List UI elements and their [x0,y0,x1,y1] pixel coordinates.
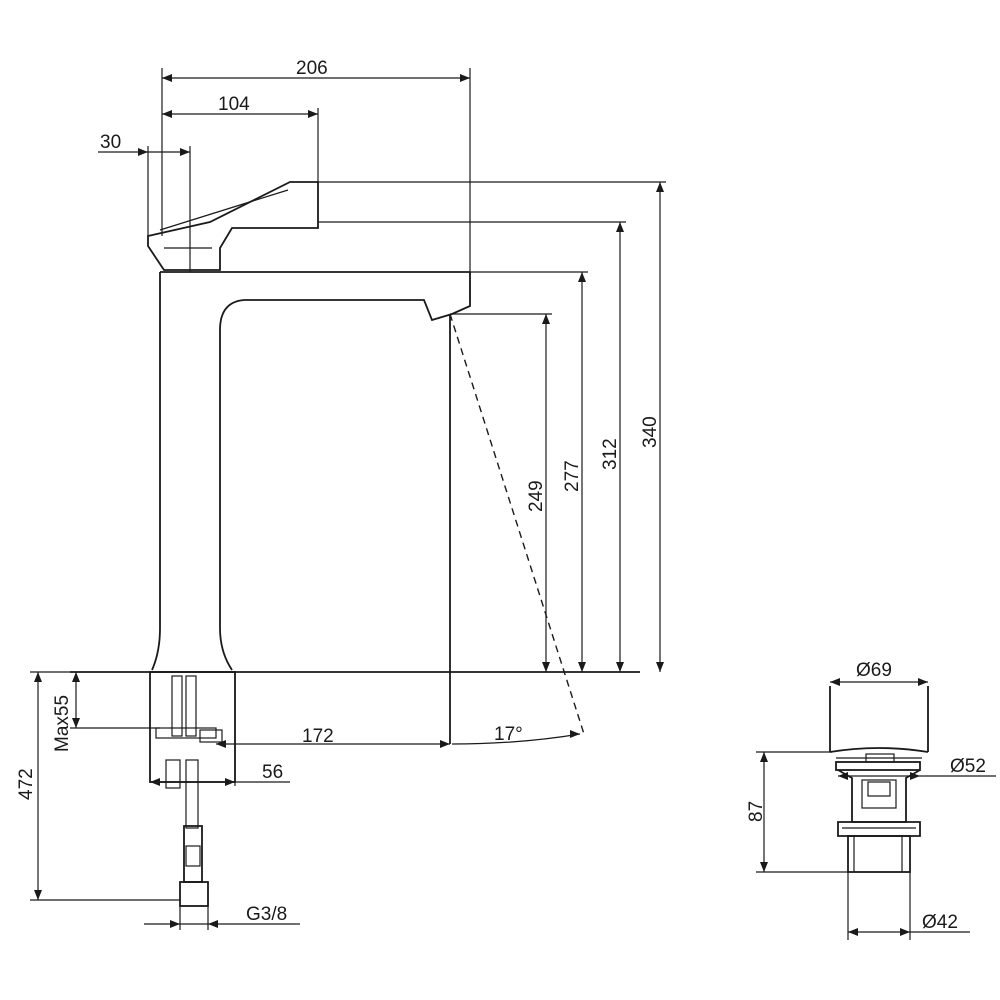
dim-340-label: 340 [640,416,661,448]
supply-hose [185,759,199,829]
faucet-dimensions [30,68,666,930]
dim-56-label: 56 [262,762,283,783]
dim-o42-label: Ø42 [922,912,958,933]
waste-drawing [829,686,929,873]
dim-o69-label: Ø69 [856,660,892,681]
waste-dimension-labels: Ø69 Ø52 87 Ø42 [746,660,986,933]
dim-277-label: 277 [562,460,583,492]
faucet-lever [147,181,319,271]
waste-dimensions [756,678,996,940]
dim-max55-label: Max55 [52,695,73,752]
dim-206-label: 206 [296,58,328,79]
shank [149,671,236,783]
dim-312-label: 312 [600,438,621,470]
dim-o52-label: Ø52 [950,756,986,777]
dim-17deg-label: 17° [494,724,523,745]
dim-87-label: 87 [746,801,767,822]
dim-30-label: 30 [100,132,121,153]
dim-249-label: 249 [526,480,547,512]
dim-472-label: 472 [16,768,37,800]
faucet-dimension-labels: 206 104 30 340 312 277 249 172 17° 56 Ma… [16,58,661,925]
dim-172-label: 172 [302,726,334,747]
faucet-drawing [70,181,640,907]
dim-104-label: 104 [218,94,250,115]
dim-g38-label: G3/8 [246,904,287,925]
faucet-body [151,272,161,671]
